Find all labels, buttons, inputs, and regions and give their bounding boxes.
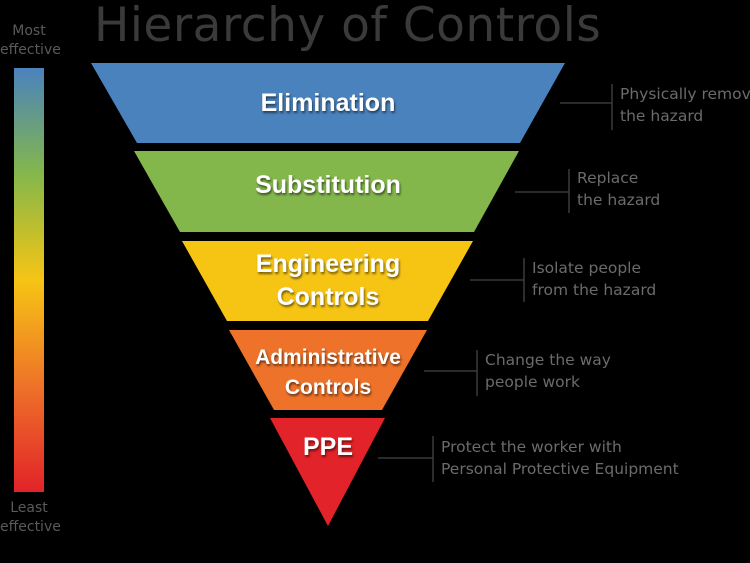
effectiveness-scale-bar	[14, 68, 44, 492]
scale-top-line1: Most	[12, 23, 46, 39]
connector-substitution	[515, 169, 570, 213]
desc-ppe: Protect the worker with Personal Protect…	[441, 436, 679, 480]
connector-ppe	[378, 436, 434, 482]
desc-ppe-line2: Personal Protective Equipment	[441, 460, 679, 478]
diagram-title: Hierarchy of Controls	[94, 0, 602, 53]
desc-engineering: Isolate people from the hazard	[532, 257, 656, 301]
level-administrative-band	[229, 330, 427, 410]
level-engineering-band	[182, 241, 473, 321]
level-substitution-label: Substitution	[178, 170, 478, 200]
scale-bottom-line1: Least	[10, 500, 48, 516]
level-ppe-label: PPE	[178, 432, 478, 462]
scale-top-line2: effective	[0, 42, 61, 58]
level-engineering-line2: Controls	[276, 283, 380, 311]
desc-substitution-line2: the hazard	[577, 191, 661, 209]
level-elimination-label: Elimination	[178, 88, 478, 118]
connector-engineering	[470, 258, 525, 302]
level-elimination-band	[91, 63, 565, 143]
level-administrative-line1: Administrative	[255, 346, 401, 369]
desc-engineering-line2: from the hazard	[532, 281, 657, 299]
scale-bottom-line2: effective	[0, 519, 61, 535]
level-elimination-line1: Elimination	[260, 89, 396, 117]
level-substitution-line1: Substitution	[255, 171, 401, 199]
desc-substitution: Replace the hazard	[577, 167, 660, 211]
level-administrative-label: Administrative Controls	[178, 343, 478, 403]
desc-administrative-line1: Change the way	[485, 351, 611, 369]
scale-top-label: Most effective	[0, 22, 61, 60]
level-administrative-line2: Controls	[284, 376, 372, 399]
desc-substitution-line1: Replace	[577, 169, 639, 187]
level-ppe-band	[270, 418, 385, 526]
connector-administrative	[424, 350, 478, 396]
desc-administrative-line2: people work	[485, 373, 580, 391]
level-ppe-line1: PPE	[302, 433, 354, 461]
desc-elimination-line2: the hazard	[620, 107, 704, 125]
level-engineering-line1: Engineering	[255, 250, 401, 278]
level-substitution-band	[134, 151, 519, 232]
scale-bottom-label: Least effective	[0, 499, 61, 537]
desc-engineering-line1: Isolate people	[532, 259, 642, 277]
desc-elimination: Physically remove the hazard	[620, 83, 750, 127]
desc-ppe-line1: Protect the worker with	[441, 438, 622, 456]
connector-elimination	[560, 84, 613, 130]
desc-elimination-line1: Physically remove	[620, 85, 750, 103]
desc-administrative: Change the way people work	[485, 349, 611, 393]
level-engineering-label: Engineering Controls	[178, 248, 478, 314]
